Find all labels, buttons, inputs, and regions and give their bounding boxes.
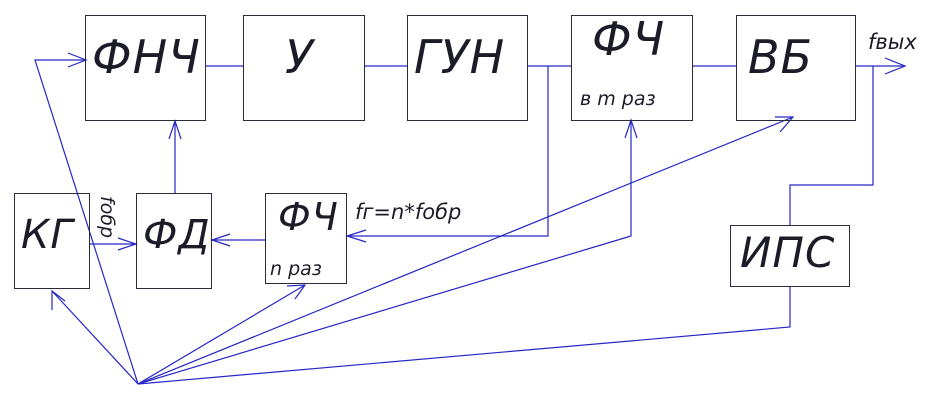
block-fnch-label: ФНЧ [92,30,201,84]
block-kg-label: КГ [21,212,74,258]
wire-bus-fchm [137,120,632,385]
wire-vb-ips [789,66,874,225]
wire-bus-kg [51,290,139,385]
fchn-bus-arrowhead [286,284,307,300]
block-gun [407,15,528,121]
wire-ips-bus [137,287,791,385]
fnch-input-arrowhead [168,119,182,140]
fnch-bus-arrowhead [67,52,88,68]
vb-bus-arrowhead [775,116,795,133]
block-fd-label: ФД [143,212,211,258]
fd-input-arrowhead [210,233,231,247]
block-fch-n [265,193,347,284]
block-gun-label: ГУН [414,30,506,84]
block-fch-n-label: ФЧ [278,195,339,239]
block-ips [730,225,850,287]
signal-f-out-label: fвых [868,30,917,54]
block-vb-label: ВБ [748,30,814,84]
block-fnch [85,15,206,121]
block-kg [14,193,90,289]
wire-bus-fnch [34,59,139,385]
kg-bus-arrowhead [51,289,66,310]
block-u [243,15,365,121]
wire-bus-fchn [137,284,306,385]
block-fch-m [571,15,693,121]
block-fch-n-sublabel: n раз [270,258,322,280]
wire-bus-vb [137,116,794,385]
signal-f-g-label: fг=n*fобр [355,200,462,224]
wire-gun-tap-to-fchn [347,66,549,237]
output-arrowhead [884,57,907,75]
fchn-input-arrowhead [345,229,367,243]
block-fch-m-sublabel: в m раз [580,88,656,110]
block-vb [736,15,856,121]
signal-f-ref-label: fобр [96,196,118,239]
block-fd [136,193,212,289]
block-ips-label: ИПС [740,228,836,277]
block-u-label: У [285,30,315,84]
block-fch-m-label: ФЧ [592,12,666,66]
